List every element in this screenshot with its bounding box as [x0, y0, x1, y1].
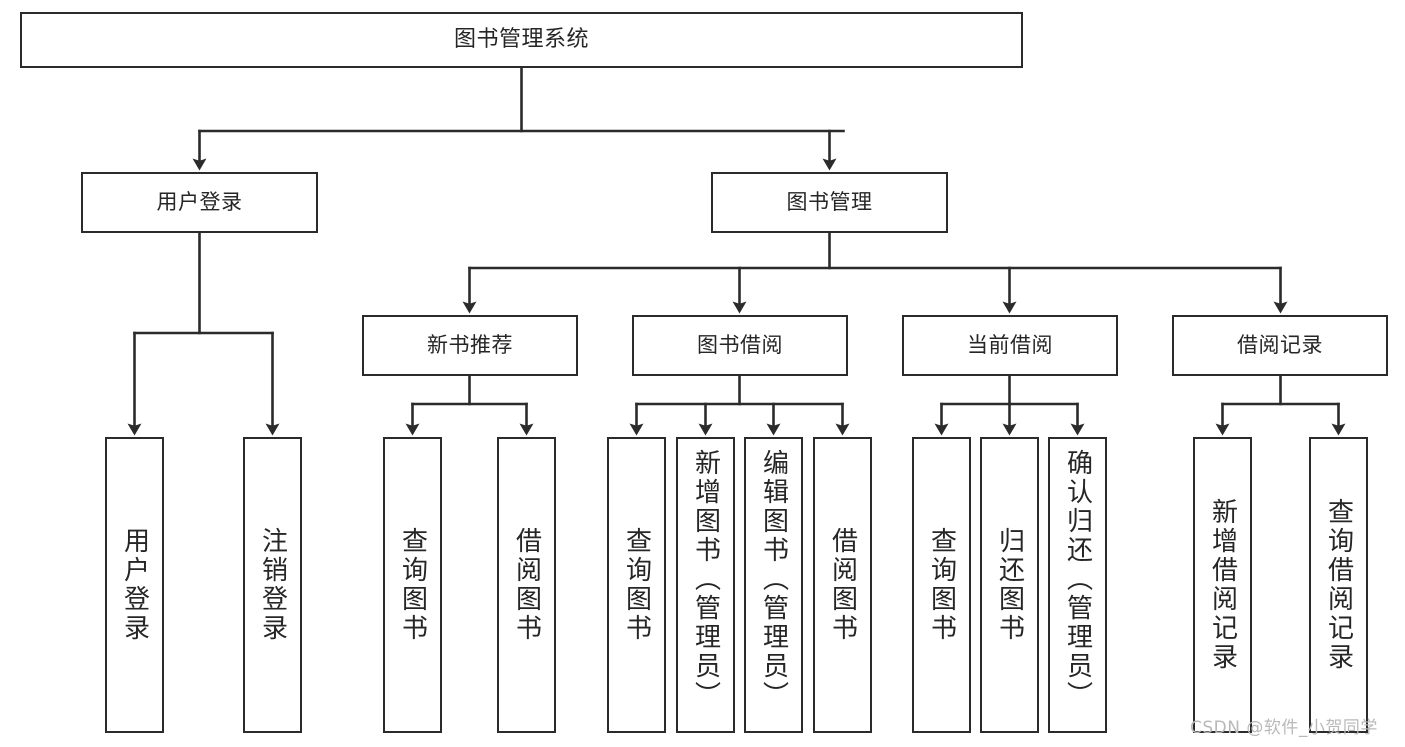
leaf-query-book-current[interactable]: 查询图书: [912, 437, 971, 733]
node-label: 归还图书: [994, 527, 1025, 643]
leaf-add-borrow-record[interactable]: 新增借阅记录: [1193, 437, 1252, 733]
node-label: 查询图书: [926, 527, 957, 643]
node-label: 当前借阅: [967, 333, 1053, 358]
node-label: 新增借阅记录: [1207, 498, 1238, 672]
node-book-borrow[interactable]: 图书借阅: [632, 315, 848, 376]
node-label: 编辑图书（管理员）: [758, 449, 789, 710]
node-new-book-recommend[interactable]: 新书推荐: [362, 315, 578, 376]
node-label: 图书管理: [786, 190, 873, 215]
node-label: 借阅图书: [827, 527, 858, 643]
node-label: 新书推荐: [427, 333, 513, 358]
node-book-management[interactable]: 图书管理: [711, 172, 948, 233]
node-label: 用户登录: [119, 527, 150, 643]
leaf-confirm-return-admin[interactable]: 确认归还（管理员）: [1048, 437, 1107, 733]
leaf-query-borrow-record[interactable]: 查询借阅记录: [1309, 437, 1368, 733]
csdn-watermark: CSDN @软件_小贺同学: [1190, 718, 1378, 738]
node-label: 查询借阅记录: [1323, 498, 1354, 672]
leaf-edit-book-admin[interactable]: 编辑图书（管理员）: [744, 437, 803, 733]
node-label: 查询图书: [621, 527, 652, 643]
node-label: 新增图书（管理员）: [690, 449, 721, 710]
leaf-borrow-book[interactable]: 借阅图书: [813, 437, 872, 733]
leaf-return-book[interactable]: 归还图书: [980, 437, 1039, 733]
leaf-borrow-book-recommend[interactable]: 借阅图书: [497, 437, 556, 733]
node-label: 注销登录: [257, 527, 288, 643]
leaf-query-book-borrow[interactable]: 查询图书: [607, 437, 666, 733]
node-user-login[interactable]: 用户登录: [81, 172, 318, 233]
node-label: 图书管理系统: [453, 27, 589, 53]
node-label: 借阅图书: [511, 527, 542, 643]
leaf-query-book-recommend[interactable]: 查询图书: [383, 437, 442, 733]
leaf-add-book-admin[interactable]: 新增图书（管理员）: [676, 437, 735, 733]
node-label: 查询图书: [397, 527, 428, 643]
node-current-borrow[interactable]: 当前借阅: [902, 315, 1118, 376]
node-label: 确认归还（管理员）: [1062, 449, 1093, 710]
leaf-user-login[interactable]: 用户登录: [105, 437, 164, 733]
node-borrow-record[interactable]: 借阅记录: [1172, 315, 1388, 376]
node-root-book-management-system[interactable]: 图书管理系统: [20, 12, 1023, 68]
node-label: 用户登录: [156, 190, 243, 215]
node-label: 图书借阅: [697, 333, 783, 358]
node-label: 借阅记录: [1237, 333, 1323, 358]
leaf-logout[interactable]: 注销登录: [243, 437, 302, 733]
